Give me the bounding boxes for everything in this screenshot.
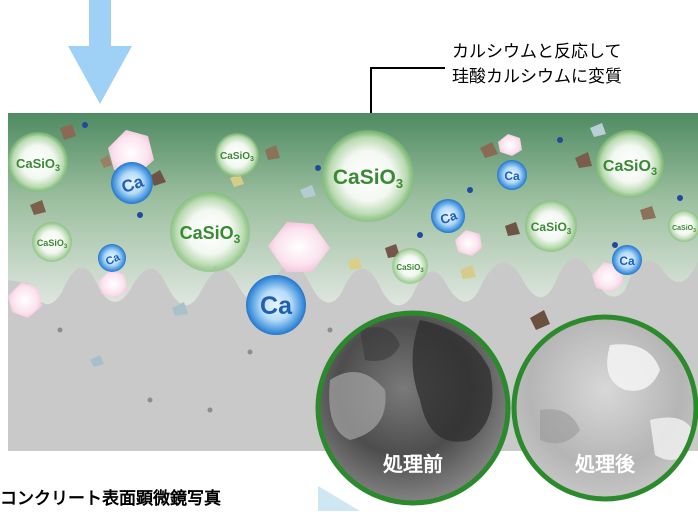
svg-text:CaSiO3: CaSiO3 [16, 156, 60, 173]
ca-ion: Ca [612, 245, 642, 275]
svg-text:CaSiO3: CaSiO3 [220, 151, 254, 163]
callout-leader-line [370, 67, 445, 133]
casio3-molecule: CaSiO3 [525, 200, 577, 252]
ca-ion: Ca [497, 160, 527, 190]
callout-line-2: 珪酸カルシウムに変質 [452, 67, 622, 87]
silicate-hexagons [8, 130, 624, 318]
svg-text:CaSiO3: CaSiO3 [603, 158, 657, 178]
ca-ion: Ca [98, 244, 126, 272]
svg-text:Ca: Ca [260, 292, 293, 320]
casio3-molecule: CaSiO3 [32, 222, 72, 262]
svg-text:CaSiO3: CaSiO3 [37, 238, 68, 250]
casio3-molecule: CaSiO3 [170, 192, 250, 272]
callout-text: カルシウムと反応して 珪酸カルシウムに変質 [452, 40, 622, 90]
casio3-molecule: CaSiO3 [668, 210, 698, 242]
svg-text:CaSiO3: CaSiO3 [531, 220, 572, 236]
ca-ion: Ca [111, 162, 153, 204]
svg-text:Ca: Ca [438, 207, 459, 227]
ca-ion-large: Ca [246, 275, 306, 335]
casio3-molecule: CaSiO3 [392, 248, 428, 284]
micrograph-after: 処理後 [511, 314, 698, 502]
svg-text:Ca: Ca [104, 251, 123, 268]
svg-text:CaSiO3: CaSiO3 [672, 225, 696, 234]
after-label: 処理後 [575, 452, 636, 476]
micrograph-caption: コンクリート表面顕微鏡写真 [0, 489, 221, 509]
svg-text:CaSiO3: CaSiO3 [333, 166, 403, 191]
svg-text:Ca: Ca [619, 254, 635, 268]
micrograph-before: 処理前 [315, 310, 511, 506]
svg-text:Ca: Ca [504, 169, 520, 183]
casio3-molecule: CaSiO3 [215, 133, 259, 177]
ca-ion: Ca [431, 199, 465, 233]
svg-text:CaSiO3: CaSiO3 [396, 263, 424, 274]
casio3-molecule-large: CaSiO3 [322, 130, 414, 222]
casio3-molecule: CaSiO3 [8, 132, 68, 192]
svg-text:CaSiO3: CaSiO3 [180, 223, 241, 246]
casio3-molecule: CaSiO3 [596, 130, 664, 198]
before-label: 処理前 [383, 452, 443, 476]
down-arrow-icon [68, 0, 132, 104]
callout-line-1: カルシウムと反応して [452, 42, 622, 62]
caption-pointer-icon [318, 486, 360, 511]
